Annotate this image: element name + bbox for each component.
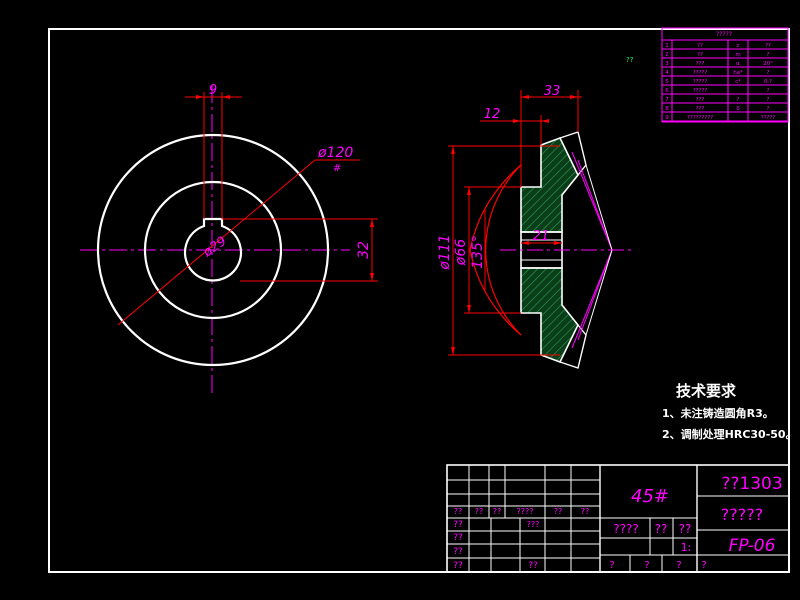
params-cell-4-3: 0.? (764, 79, 772, 85)
title-small-cell-2: ?? (655, 522, 668, 536)
title-block[interactable]: 45# ??1303 ????? FP-06 1: ???? ?? ?? ?? … (446, 464, 790, 573)
title-center-label: ??? (527, 520, 540, 529)
params-cell-8-3: ????? (761, 115, 776, 121)
params-cell-1-2: m (735, 52, 740, 58)
params-cell-7-2: δ (736, 106, 740, 112)
title-material: 45# (631, 486, 669, 507)
bore-with-keyway (183, 217, 243, 282)
dim-outer-diameter: ø120 (317, 145, 353, 161)
section-hatch-upper (520, 136, 579, 233)
title-row-label-3: ?? (493, 507, 502, 516)
params-cell-4-2: c* (735, 79, 741, 85)
params-cell-2-3: 20° (763, 61, 773, 67)
params-cell-1-3: ? (767, 52, 770, 58)
params-cell-3-3: ? (767, 70, 770, 76)
title-row-label-5: ?? (554, 507, 563, 516)
dim-keyway-depth: 32 (356, 241, 372, 259)
title-left-label-3: ?? (453, 547, 463, 557)
params-cell-1-1: ?? (697, 52, 703, 58)
tech-requirement-1: 1、未注铸造圆角R3。 (662, 407, 774, 420)
dim-hub-length: 12 (484, 107, 501, 122)
title-small-cell-3: ?? (679, 522, 692, 536)
title-bottom-mark-3: ? (676, 560, 681, 571)
params-cell-6-0: 7 (665, 97, 669, 103)
title-left-label-1: ?? (453, 520, 463, 530)
params-cell-1-0: 2 (665, 52, 669, 58)
params-cell-3-1: ????? (693, 70, 708, 76)
middle-circle (143, 180, 283, 320)
params-cell-6-2: ? (737, 97, 740, 103)
params-cell-4-1: ????? (693, 79, 708, 85)
dim-hub-bore: ø29 (200, 234, 229, 261)
title-small-cell-1: ???? (613, 522, 638, 536)
section-hatch-lower (520, 267, 579, 364)
title-scale-label: 1: (681, 541, 692, 554)
dim-face-width: 33 (544, 84, 561, 99)
title-drawing-number-top: ??1303 (721, 474, 782, 494)
title-part-name: ????? (721, 505, 763, 524)
params-cell-7-3: ? (767, 106, 770, 112)
params-cell-5-1: ????? (693, 88, 708, 94)
title-drawing-code: FP-06 (729, 536, 776, 556)
small-note-label: ?? (626, 56, 634, 64)
title-row-label-6: ?? (581, 507, 590, 516)
params-cell-0-2: z (737, 43, 740, 49)
dim-d111: ø111 (437, 234, 453, 270)
front-view: 9 ø120 # ø29 32 (80, 83, 378, 395)
params-cell-5-3: ? (767, 88, 770, 94)
dim-d66: ø66 (453, 239, 469, 266)
title-left-label-5: ?? (528, 561, 538, 571)
params-cell-8-1: ????????? (687, 115, 713, 121)
tech-requirements-title: 技术要求 (676, 382, 737, 400)
params-cell-8-0: 9 (665, 115, 669, 121)
params-cell-2-1: ??? (696, 61, 705, 67)
title-bottom-mark-4: ? (701, 560, 706, 571)
title-bottom-mark-2: ? (644, 560, 649, 571)
params-cell-7-1: ??? (696, 106, 705, 112)
params-cell-2-2: α (736, 61, 740, 67)
section-view: 33 12 21 ø111 ø66 135° ?? (437, 56, 634, 369)
params-cell-4-0: 5 (665, 79, 669, 85)
title-row-label-2: ?? (475, 507, 484, 516)
params-cell-6-1: ??? (696, 97, 705, 103)
dim-keyway-width: 9 (209, 83, 217, 98)
params-cell-3-0: 4 (665, 70, 669, 76)
params-cell-0-0: 1 (665, 43, 669, 49)
params-header: ????? (716, 31, 732, 38)
params-cell-3-2: ha* (733, 70, 743, 76)
dim-bore-length: 21 (533, 229, 550, 244)
dim-angle: 135° (470, 235, 486, 269)
params-cell-7-0: 8 (665, 106, 669, 112)
params-cell-6-3: ? (767, 97, 770, 103)
title-row-label-1: ?? (454, 507, 463, 516)
drawing-border (48, 28, 790, 573)
title-row-label-4: ???? (517, 507, 534, 516)
tech-requirement-2: 2、调制处理HRC30-50。 (662, 428, 797, 441)
params-cell-0-1: ?? (697, 43, 703, 49)
title-left-label-2: ?? (453, 533, 463, 543)
outer-circle (96, 133, 330, 367)
title-bottom-mark-1: ? (609, 560, 614, 571)
params-cell-5-0: 6 (665, 88, 669, 94)
params-cell-0-3: ?? (765, 43, 771, 49)
dim-note-mark: # (333, 163, 341, 174)
title-left-label-4: ?? (453, 561, 463, 571)
params-cell-2-0: 3 (665, 61, 669, 67)
